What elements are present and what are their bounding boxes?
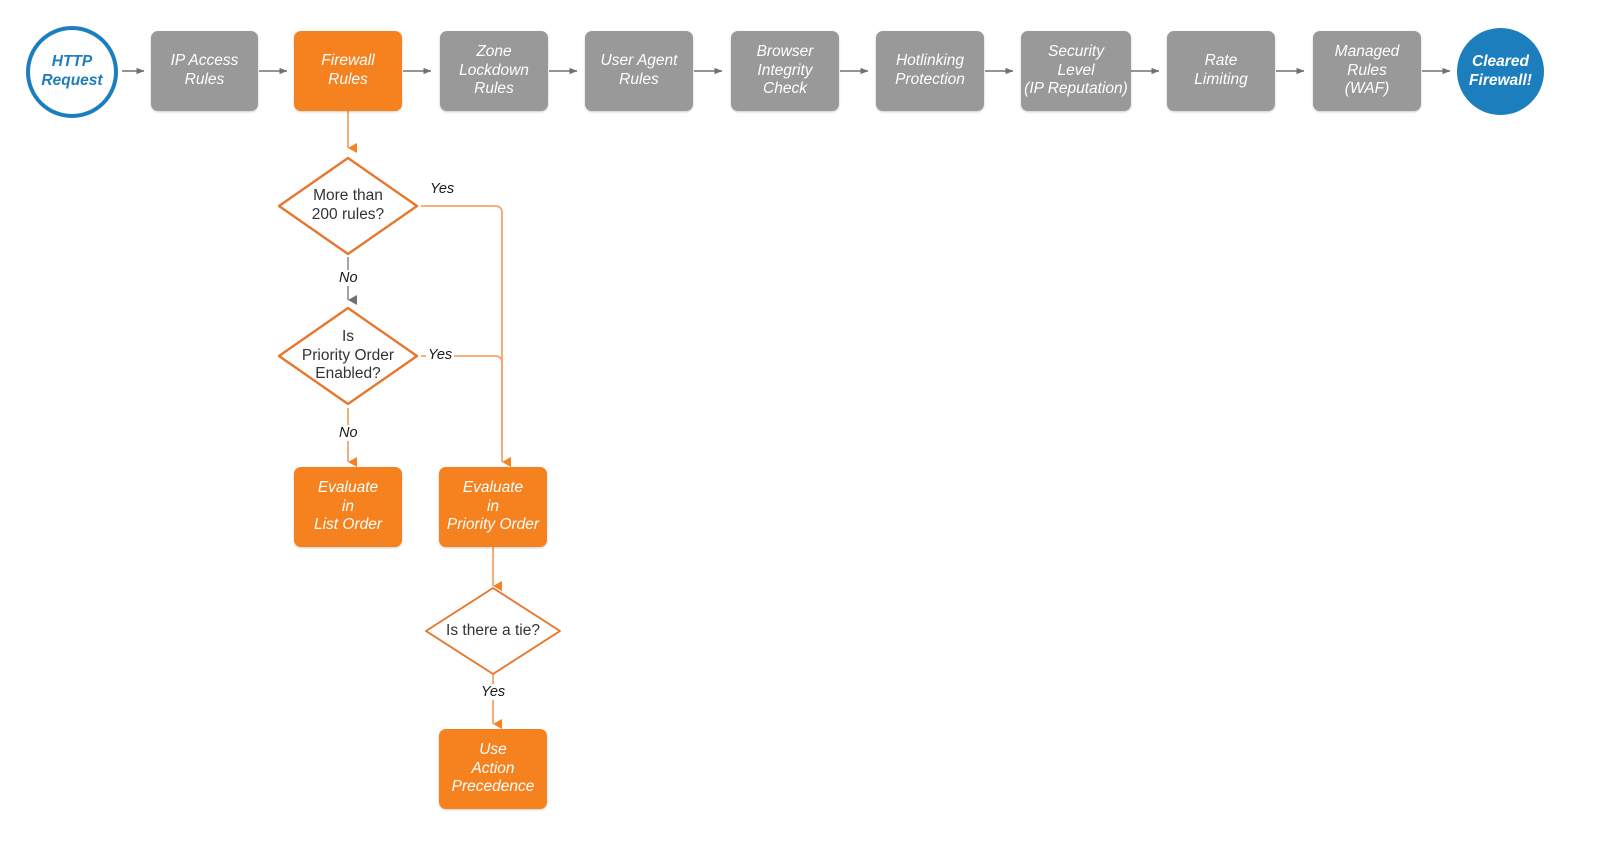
decision-label: Is there a tie? [446, 621, 540, 639]
pipeline-step-hotlinking-protection[interactable]: Hotlinking Protection [876, 31, 984, 111]
edge-more-than-200-yes [421, 205, 511, 467]
edge-label-priority-order-yes: Yes [426, 347, 455, 363]
outcome-use-action-precedence[interactable]: Use Action Precedence [439, 729, 547, 809]
pipeline-step-browser-integrity-check[interactable]: Browser Integrity Check [731, 31, 839, 111]
pipeline-step-firewall-rules[interactable]: Firewall Rules [294, 31, 402, 111]
diamond-shape [277, 306, 419, 406]
edge-priority-order-yes [421, 355, 503, 440]
pipeline-step-rate-limiting[interactable]: Rate Limiting [1167, 31, 1275, 111]
pipeline-step-security-level[interactable]: Security Level (IP Reputation) [1021, 31, 1131, 111]
edge-label-more-than-200-no: No [337, 270, 360, 286]
pipeline-step-ip-access-rules[interactable]: IP Access Rules [151, 31, 258, 111]
edge-label-priority-order-no: No [337, 425, 360, 441]
pipeline-step-user-agent-rules[interactable]: User Agent Rules [585, 31, 693, 111]
pipeline-step-managed-rules-waf[interactable]: Managed Rules (WAF) [1313, 31, 1421, 111]
outcome-evaluate-in-priority-order[interactable]: Evaluate in Priority Order [439, 467, 547, 547]
edge-label-more-than-200-yes: Yes [428, 181, 457, 197]
decision-is-there-a-tie[interactable]: Is there a tie? [424, 586, 562, 676]
start-node-http-request[interactable]: HTTP Request [26, 26, 118, 118]
pipeline-step-zone-lockdown-rules[interactable]: Zone Lockdown Rules [440, 31, 548, 111]
edge-label-tie-yes: Yes [479, 684, 508, 700]
diamond-shape [425, 587, 561, 675]
decision-label: Is Priority Order Enabled? [301, 327, 395, 383]
diamond-shape [277, 156, 419, 256]
decision-label: More than 200 rules? [311, 187, 385, 223]
end-node-cleared-firewall[interactable]: Cleared Firewall! [1457, 28, 1544, 115]
outcome-evaluate-in-list-order[interactable]: Evaluate in List Order [294, 467, 402, 547]
decision-is-priority-order-enabled[interactable]: Is Priority Order Enabled? [277, 306, 419, 406]
decision-more-than-200-rules[interactable]: More than 200 rules? [277, 156, 419, 256]
